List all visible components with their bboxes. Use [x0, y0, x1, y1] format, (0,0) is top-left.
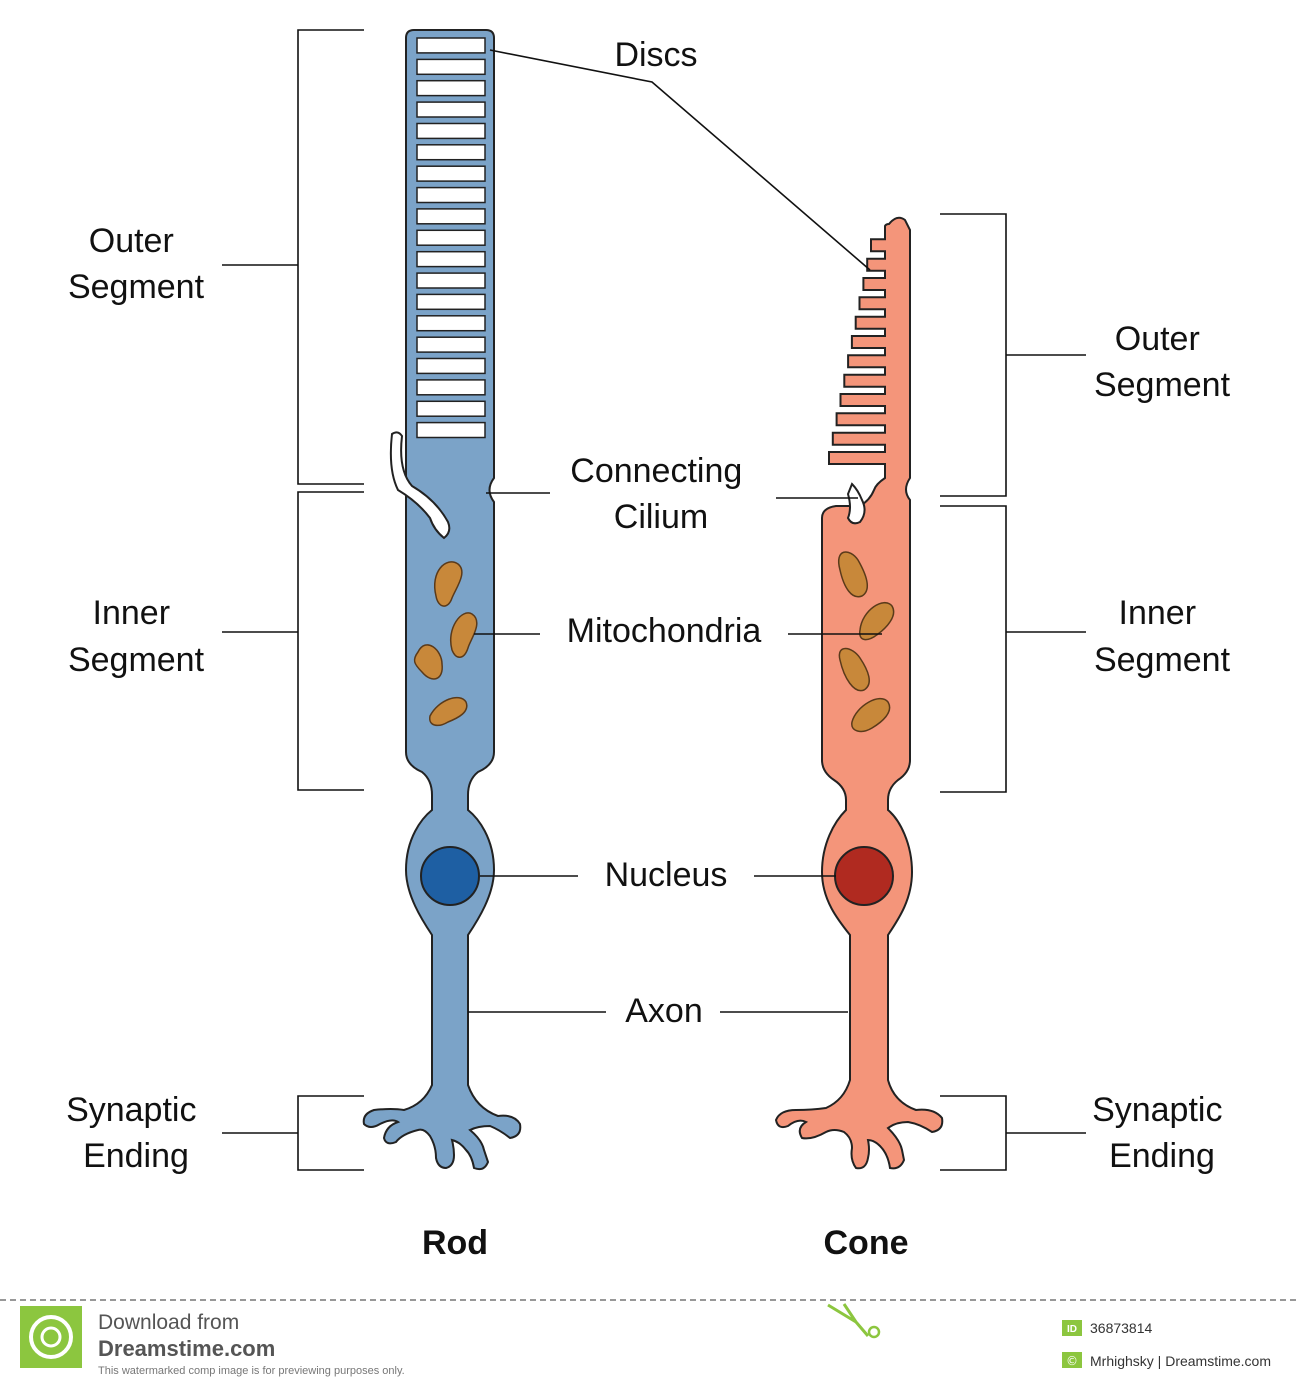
- rod-disc: [416, 250, 486, 268]
- mitochondrion: [837, 551, 868, 598]
- mitochondrion: [838, 647, 870, 692]
- right-synaptic-ending-label: Synaptic Ending: [1092, 1091, 1232, 1175]
- cone-connecting-cilium: [846, 482, 866, 525]
- leader-lines: [222, 29, 1086, 1171]
- nucleus-label: Nucleus: [605, 856, 728, 894]
- cone-cell: [774, 216, 944, 1170]
- left-outer-segment-line-2: Segment: [68, 268, 205, 306]
- rod-disc: [416, 165, 486, 182]
- discs-leader: [489, 49, 871, 271]
- rod-title: Rod: [422, 1224, 488, 1262]
- rod-mitochondria-group: [413, 561, 478, 727]
- text-labels: Discs Connecting Cilium Mitochondria Nuc…: [66, 36, 1232, 1262]
- rod-disc: [416, 79, 486, 97]
- footer-bar: Download from Dreamstime.com This waterm…: [0, 1299, 1300, 1377]
- mitochondrion: [429, 696, 468, 727]
- rod-disc: [416, 37, 486, 54]
- right-outer-segment-line-2: Segment: [1094, 366, 1231, 404]
- left-synaptic-ending-bracket: [222, 1095, 364, 1171]
- footer-scissors-ring: [867, 1325, 881, 1339]
- footer-logo-spiral-inner: [40, 1326, 62, 1348]
- right-outer-segment-line-1: Outer: [1115, 320, 1200, 358]
- rod-disc: [416, 229, 486, 246]
- right-synaptic-ending-bracket: [940, 1095, 1086, 1171]
- rod-disc: [416, 101, 486, 118]
- footer-download-from: Download from: [98, 1311, 239, 1334]
- cone-nucleus: [834, 846, 894, 906]
- rod-disc: [416, 400, 486, 417]
- left-outer-segment-line-1: Outer: [89, 222, 174, 260]
- footer-id-badge: [1062, 1320, 1082, 1336]
- right-inner-segment-label: Inner Segment: [1094, 594, 1231, 679]
- footer-scissors-icon: [827, 1303, 870, 1337]
- rod-cell: [362, 29, 522, 1171]
- rod-disc-stack: [416, 37, 486, 439]
- left-synaptic-ending-label: Synaptic Ending: [66, 1091, 206, 1175]
- left-outer-segment-label: Outer Segment: [68, 222, 205, 306]
- rod-disc: [416, 122, 486, 140]
- rod-disc: [416, 272, 486, 289]
- connecting-cilium-line-2: Cilium: [614, 498, 708, 536]
- rod-disc: [416, 379, 486, 396]
- discs-label: Discs: [614, 36, 697, 74]
- footer-brand: Dreamstime.com: [98, 1336, 275, 1361]
- right-synaptic-ending-line-1: Synaptic: [1092, 1091, 1222, 1129]
- rod-disc: [416, 208, 486, 225]
- left-outer-segment-bracket: [222, 29, 364, 485]
- rod-connecting-cilium: [389, 431, 451, 540]
- mitochondrion: [413, 644, 443, 680]
- rod-disc: [416, 336, 486, 353]
- mitochondrion: [851, 697, 891, 733]
- cone-body: [774, 216, 944, 1170]
- footer-disclaimer: This watermarked comp image is for previ…: [98, 1365, 405, 1377]
- cone-mitochondria-group: [837, 551, 895, 733]
- right-inner-segment-bracket: [940, 505, 1086, 793]
- rod-disc: [416, 315, 486, 332]
- mitochondrion: [859, 601, 895, 641]
- left-inner-segment-label: Inner Segment: [68, 594, 205, 679]
- left-inner-segment-bracket: [222, 491, 364, 791]
- right-outer-segment-label: Outer Segment: [1094, 320, 1231, 404]
- axon-label: Axon: [625, 992, 703, 1030]
- right-outer-segment-bracket: [940, 213, 1086, 497]
- footer-credit: Mrhighsky | Dreamstime.com: [1090, 1353, 1271, 1369]
- left-synaptic-ending-line-1: Synaptic: [66, 1091, 196, 1129]
- connecting-cilium-line-1: Connecting: [570, 452, 742, 490]
- footer-copyright-icon: ©: [1066, 1354, 1078, 1368]
- mitochondrion: [449, 612, 478, 658]
- mitochondria-label: Mitochondria: [567, 612, 762, 650]
- left-synaptic-ending-line-2: Ending: [83, 1137, 189, 1175]
- right-inner-segment-line-1: Inner: [1119, 594, 1197, 632]
- left-inner-segment-line-2: Segment: [68, 641, 205, 679]
- rod-disc: [416, 421, 486, 439]
- connecting-cilium-label: Connecting Cilium: [570, 452, 751, 536]
- rod-disc: [416, 186, 486, 204]
- right-inner-segment-line-2: Segment: [1094, 641, 1231, 679]
- footer-id-badge-text: ID: [1067, 1324, 1077, 1335]
- footer-logo-spiral-icon: [29, 1315, 73, 1359]
- right-synaptic-ending-line-2: Ending: [1109, 1137, 1215, 1175]
- footer-copyright-badge: [1062, 1352, 1082, 1368]
- rod-disc: [416, 144, 486, 161]
- rod-disc: [416, 357, 486, 375]
- rod-disc: [416, 58, 486, 76]
- rod-disc: [416, 293, 486, 311]
- left-inner-segment-line-1: Inner: [93, 594, 171, 632]
- footer-id-value: 36873814: [1090, 1320, 1153, 1336]
- rod-nucleus: [420, 846, 480, 906]
- cone-title: Cone: [824, 1224, 909, 1262]
- mitochondrion: [433, 561, 463, 607]
